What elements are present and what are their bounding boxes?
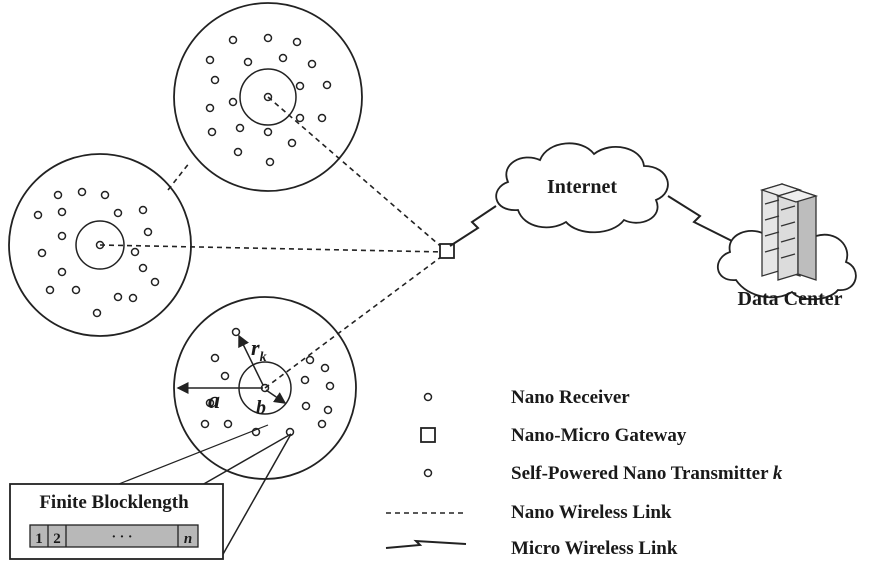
nano-receiver-dot [95,240,105,250]
legend-label-micro-link: Micro Wireless Link [511,538,678,559]
nano-transmitter-dot [138,263,148,273]
nano-transmitter-dot [100,190,110,200]
nano-transmitter-dot [295,81,305,91]
nano-transmitter-dot [57,267,67,277]
nano-transmitter-dot [278,53,288,63]
cluster-boundary [8,153,192,337]
nano-transmitter-dot [128,293,138,303]
block-n-label: n [184,531,192,547]
nano-transmitter-dot [233,147,243,157]
nano-transmitter-dot [92,308,102,318]
block-2-label: 2 [53,531,61,547]
nano-transmitter-dot [228,35,238,45]
nano-transmitter-dot [228,97,238,107]
nano-transmitter-dot [317,113,327,123]
nano-transmitter-dot [210,353,220,363]
nano-wireless-links [99,96,446,389]
nano-transmitter-dot [210,75,220,85]
nano-transmitter-dot [307,59,317,69]
receiver-zone [239,68,297,126]
radius-a-label: a [208,388,220,414]
radius-rk-arrow [238,334,264,386]
nano-link-bottom [264,253,446,389]
nano-transmitter-dot [45,285,55,295]
nano-transmitter-dot [220,371,230,381]
server-rack-icon [759,183,819,281]
internet-cloud [495,142,669,234]
nano-transmitter-dot [300,375,310,385]
nano-link-cluster-connector [167,161,191,191]
nano-transmitter-dot [231,327,241,337]
nano-transmitter-dot [323,405,333,415]
legend-micro-link-symbol [385,539,467,549]
legend-label-gateway: Nano-Micro Gateway [511,425,687,446]
nano-transmitter-dot [113,292,123,302]
radius-rk-label: rk [251,335,267,365]
nano-transmitter-dot [223,419,233,429]
nano-transmitter-dot [317,419,327,429]
nano-transmitter-dot [251,427,261,437]
nano-transmitter-dot [113,208,123,218]
nano-transmitter-dot [295,113,305,123]
nano-transmitter-dot [320,363,330,373]
nano-transmitter-dot [322,80,332,90]
radius-b-arrow [265,389,287,404]
nano-transmitter-dot [200,419,210,429]
nano-transmitter-dot [71,285,81,295]
nano-cluster-top [173,2,363,192]
nano-transmitter-dot [263,127,273,137]
finite-blocklength-title: Finite Blocklength [39,492,189,513]
nano-transmitter-dot [205,55,215,65]
nano-transmitter-dot [265,157,275,167]
nano-transmitter-dot [57,207,67,217]
legend-label-nano-transmitter: Self-Powered Nano Transmitter k [511,463,783,484]
receiver-zone [75,220,125,270]
nano-transmitter-dot [235,123,245,133]
nano-transmitter-dot [243,57,253,67]
block-dots-label: · · · [111,530,132,545]
nano-link-top [267,96,446,251]
micro-link-internet-datacenter [667,195,739,245]
legend: Nano Receiver Nano-Micro Gateway Self-Po… [385,387,783,559]
nano-transmitter-dot [205,103,215,113]
legend-nano-receiver-symbol [423,392,433,402]
nano-transmitter-dot [263,33,273,43]
nano-transmitter-dot [150,277,160,287]
nano-micro-gateway [439,243,455,259]
nano-transmitter-dot [207,127,217,137]
cluster-boundary [173,2,363,192]
legend-label-nano-link: Nano Wireless Link [511,502,672,523]
block-1-label: 1 [35,531,43,547]
radius-b-label: b [256,397,266,419]
nano-transmitter-dot [53,190,63,200]
nano-transmitter-dot [33,210,43,220]
nano-transmitter-dot [287,138,297,148]
nano-transmitter-dot [37,248,47,258]
nano-receiver-dot [263,92,273,102]
nano-transmitter-dot [301,401,311,411]
legend-nano-transmitter-symbol [423,468,433,478]
nano-transmitter-dot [143,227,153,237]
nano-transmitter-dot [77,187,87,197]
legend-gateway-symbol [420,427,436,443]
nano-transmitter-dot [305,355,315,365]
nano-transmitter-dot [292,37,302,47]
data-center-label: Data Center [738,288,843,310]
nano-transmitter-dot [138,205,148,215]
legend-label-nano-receiver: Nano Receiver [511,387,630,408]
nano-transmitter-dot [325,381,335,391]
micro-link-gateway-internet [449,205,497,247]
nano-cluster-left [8,153,192,337]
nano-transmitter-dot [130,247,140,257]
nano-transmitter-dot [57,231,67,241]
internet-label: Internet [547,176,617,198]
nano-link-left [99,244,446,253]
nano-transmitter-dot [205,398,215,408]
block-strip [29,524,199,548]
